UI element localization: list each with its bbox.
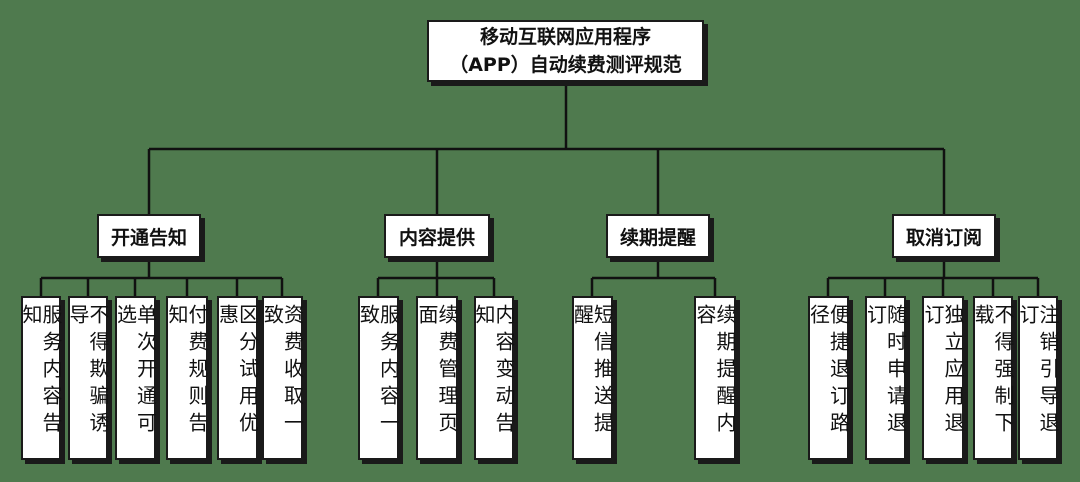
leaf-xuqi-tixing-neirong: 续期提醒内容 — [693, 296, 737, 460]
leaf-bude-qipian-youdao: 不得欺骗诱导 — [66, 296, 110, 460]
leaf-fuwu-neirong-gaozhi: 服务内容告知 — [19, 296, 63, 460]
leaf-fufei-guize-gaozhi: 付费规则告知 — [165, 296, 209, 460]
leaf-bianjie-tuiding-lujing: 便捷退订路径 — [806, 296, 851, 460]
leaf-label: 续期提醒内容 — [693, 304, 737, 439]
root-node: 移动互联网应用程序 （APP）自动续费测评规范 — [427, 20, 704, 82]
leaf-zhuxiao-yindao-tuiding: 注销引导退订 — [1016, 296, 1060, 460]
leaf-bude-qiangzhi-xiazai: 不得强制下载 — [971, 296, 1015, 460]
leaf-label: 资费收取一致 — [260, 304, 305, 439]
leaf-label: 区分试用优惠 — [215, 304, 260, 439]
leaf-label: 不得强制下载 — [971, 304, 1015, 439]
leaf-label: 短信推送提醒 — [570, 304, 615, 439]
leaf-xufei-guanli-yemian: 续费管理页面 — [415, 296, 459, 460]
leaf-label: 服务内容告知 — [19, 304, 63, 439]
root-title-line2: （APP）自动续费测评规范 — [449, 54, 682, 76]
leaf-label: 内容变动告知 — [472, 304, 516, 439]
leaf-duli-yingyong-tuiding: 独立应用退订 — [921, 296, 965, 460]
category-neirong-tigong: 内容提供 — [384, 214, 490, 258]
leaf-fuwu-neirong-yizhi: 服务内容一致 — [356, 296, 401, 460]
leaf-label: 随时申请退订 — [863, 304, 908, 439]
category-xuqi-tixing: 续期提醒 — [606, 214, 710, 258]
category-quxiao-dingyue: 取消订阅 — [892, 214, 996, 258]
leaf-label: 便捷退订路径 — [806, 304, 851, 439]
leaf-label: 服务内容一致 — [356, 304, 401, 439]
root-title-line1: 移动互联网应用程序 — [479, 26, 651, 48]
leaf-label: 独立应用退订 — [921, 304, 965, 439]
leaf-label: 付费规则告知 — [165, 304, 209, 439]
leaf-qufen-shiyong-youhui: 区分试用优惠 — [215, 296, 260, 460]
category-kaitong-gaozhi: 开通告知 — [97, 214, 201, 258]
leaf-label: 注销引导退订 — [1016, 304, 1060, 439]
leaf-danci-kaitong-kexuan: 单次开通可选 — [113, 296, 158, 460]
leaf-neirong-biandong-gaozhi: 内容变动告知 — [472, 296, 516, 460]
leaf-label: 单次开通可选 — [113, 304, 158, 439]
leaf-duanxin-tuisong-tixing: 短信推送提醒 — [570, 296, 615, 460]
leaf-label: 续费管理页面 — [415, 304, 459, 439]
leaf-suishi-shenqing-tuiding: 随时申请退订 — [863, 296, 908, 460]
leaf-label: 不得欺骗诱导 — [66, 304, 110, 439]
leaf-zifei-shouqu-yizhi: 资费收取一致 — [260, 296, 305, 460]
